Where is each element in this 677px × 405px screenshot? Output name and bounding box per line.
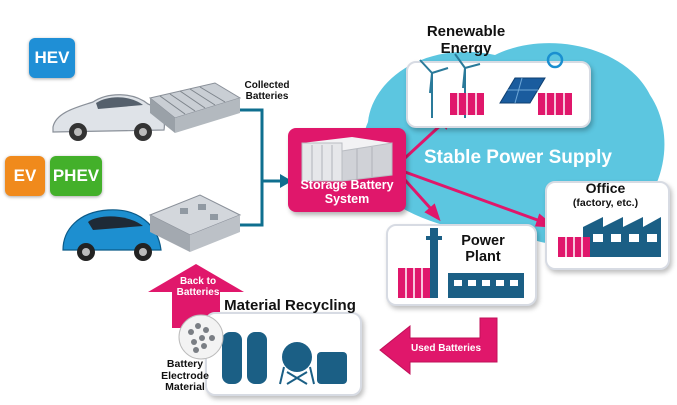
phev-badge: PHEV bbox=[50, 156, 102, 196]
ev-battery-pack-image bbox=[148, 194, 242, 252]
material-recycling-label: Material Recycling bbox=[224, 297, 356, 314]
recycling-plant-icon bbox=[222, 332, 347, 385]
ev-car-image bbox=[62, 209, 162, 261]
hev-car-image bbox=[52, 94, 165, 141]
power-plant-icon bbox=[398, 228, 524, 298]
hev-badge: HEV bbox=[29, 38, 75, 78]
ev-badge: EV bbox=[5, 156, 45, 196]
stable-power-supply-label: Stable Power Supply bbox=[424, 147, 612, 168]
storage-battery-system-label: Storage Battery System bbox=[300, 178, 394, 206]
office-label: Office bbox=[585, 180, 626, 196]
renewable-energy-label: Renewable Energy bbox=[426, 23, 506, 57]
electrode-material-image bbox=[178, 314, 224, 360]
power-plant-label: Power Plant bbox=[461, 233, 505, 265]
back-to-batteries-label: Back to Batteries bbox=[176, 276, 220, 298]
wind-solar-icon bbox=[419, 51, 572, 118]
used-batteries-label: Used Batteries bbox=[410, 343, 482, 354]
battery-electrode-material-label: Battery Electrode Material bbox=[161, 358, 209, 394]
factory-icon bbox=[558, 217, 661, 257]
hev-battery-pack-image bbox=[148, 82, 242, 133]
collected-batteries-label: Collected Batteries bbox=[244, 80, 290, 102]
used-batteries-arrow bbox=[379, 317, 498, 376]
office-subtitle: (factory, etc.) bbox=[572, 197, 639, 209]
storage-cabinets-icon bbox=[301, 137, 393, 182]
